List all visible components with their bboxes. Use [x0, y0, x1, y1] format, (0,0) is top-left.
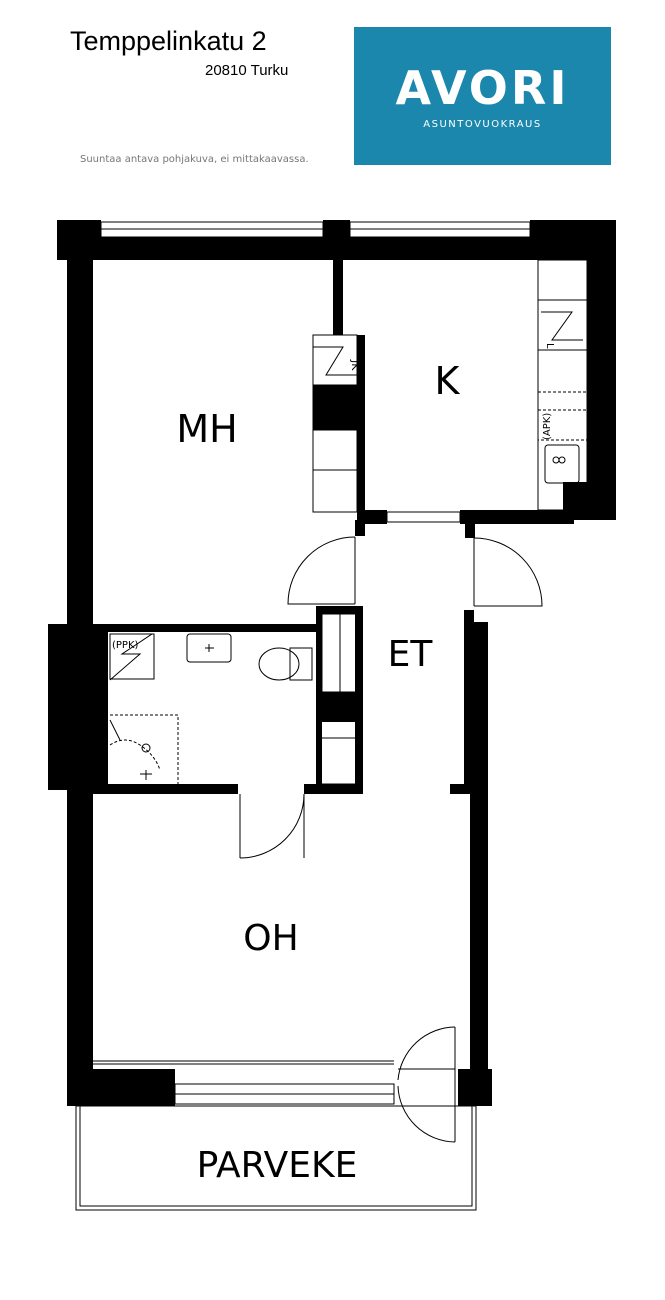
exterior-walls [48, 220, 616, 1106]
fridge-label: L [544, 343, 555, 349]
windows [100, 221, 531, 1105]
freezer-label: JK [349, 359, 362, 371]
logo-wordmark: AVORI [395, 61, 570, 115]
room-label-living: OH [243, 918, 298, 959]
room-label-bedroom: MH [176, 407, 237, 451]
interior-walls [93, 260, 574, 794]
logo-background [354, 27, 611, 165]
room-label-kitchen: K [435, 359, 461, 403]
doors [239, 536, 543, 1143]
washer-label: (PPK) [112, 640, 139, 651]
room-label-balcony: PARVEKE [197, 1145, 358, 1186]
kitchen-door-opening [386, 511, 461, 523]
bathroom-fixtures [109, 633, 313, 784]
balcony-outline [75, 1060, 477, 1211]
room-label-hall: ET [388, 634, 434, 675]
logo-subtitle: ASUNTOVUOKRAUS [423, 119, 542, 130]
hall-closet [317, 613, 360, 785]
dishwasher-label: (APK) [542, 413, 553, 440]
avori-logo: AVORI ASUNTOVUOKRAUS [354, 27, 611, 165]
address-street: Temppelinkatu 2 [70, 26, 267, 56]
address-city: 20810 Turku [205, 62, 289, 79]
disclaimer-text: Suuntaa antava pohjakuva, ei mittakaavas… [80, 154, 309, 165]
bedroom-wardrobe [312, 334, 358, 513]
kitchen-cabinets [537, 259, 588, 511]
